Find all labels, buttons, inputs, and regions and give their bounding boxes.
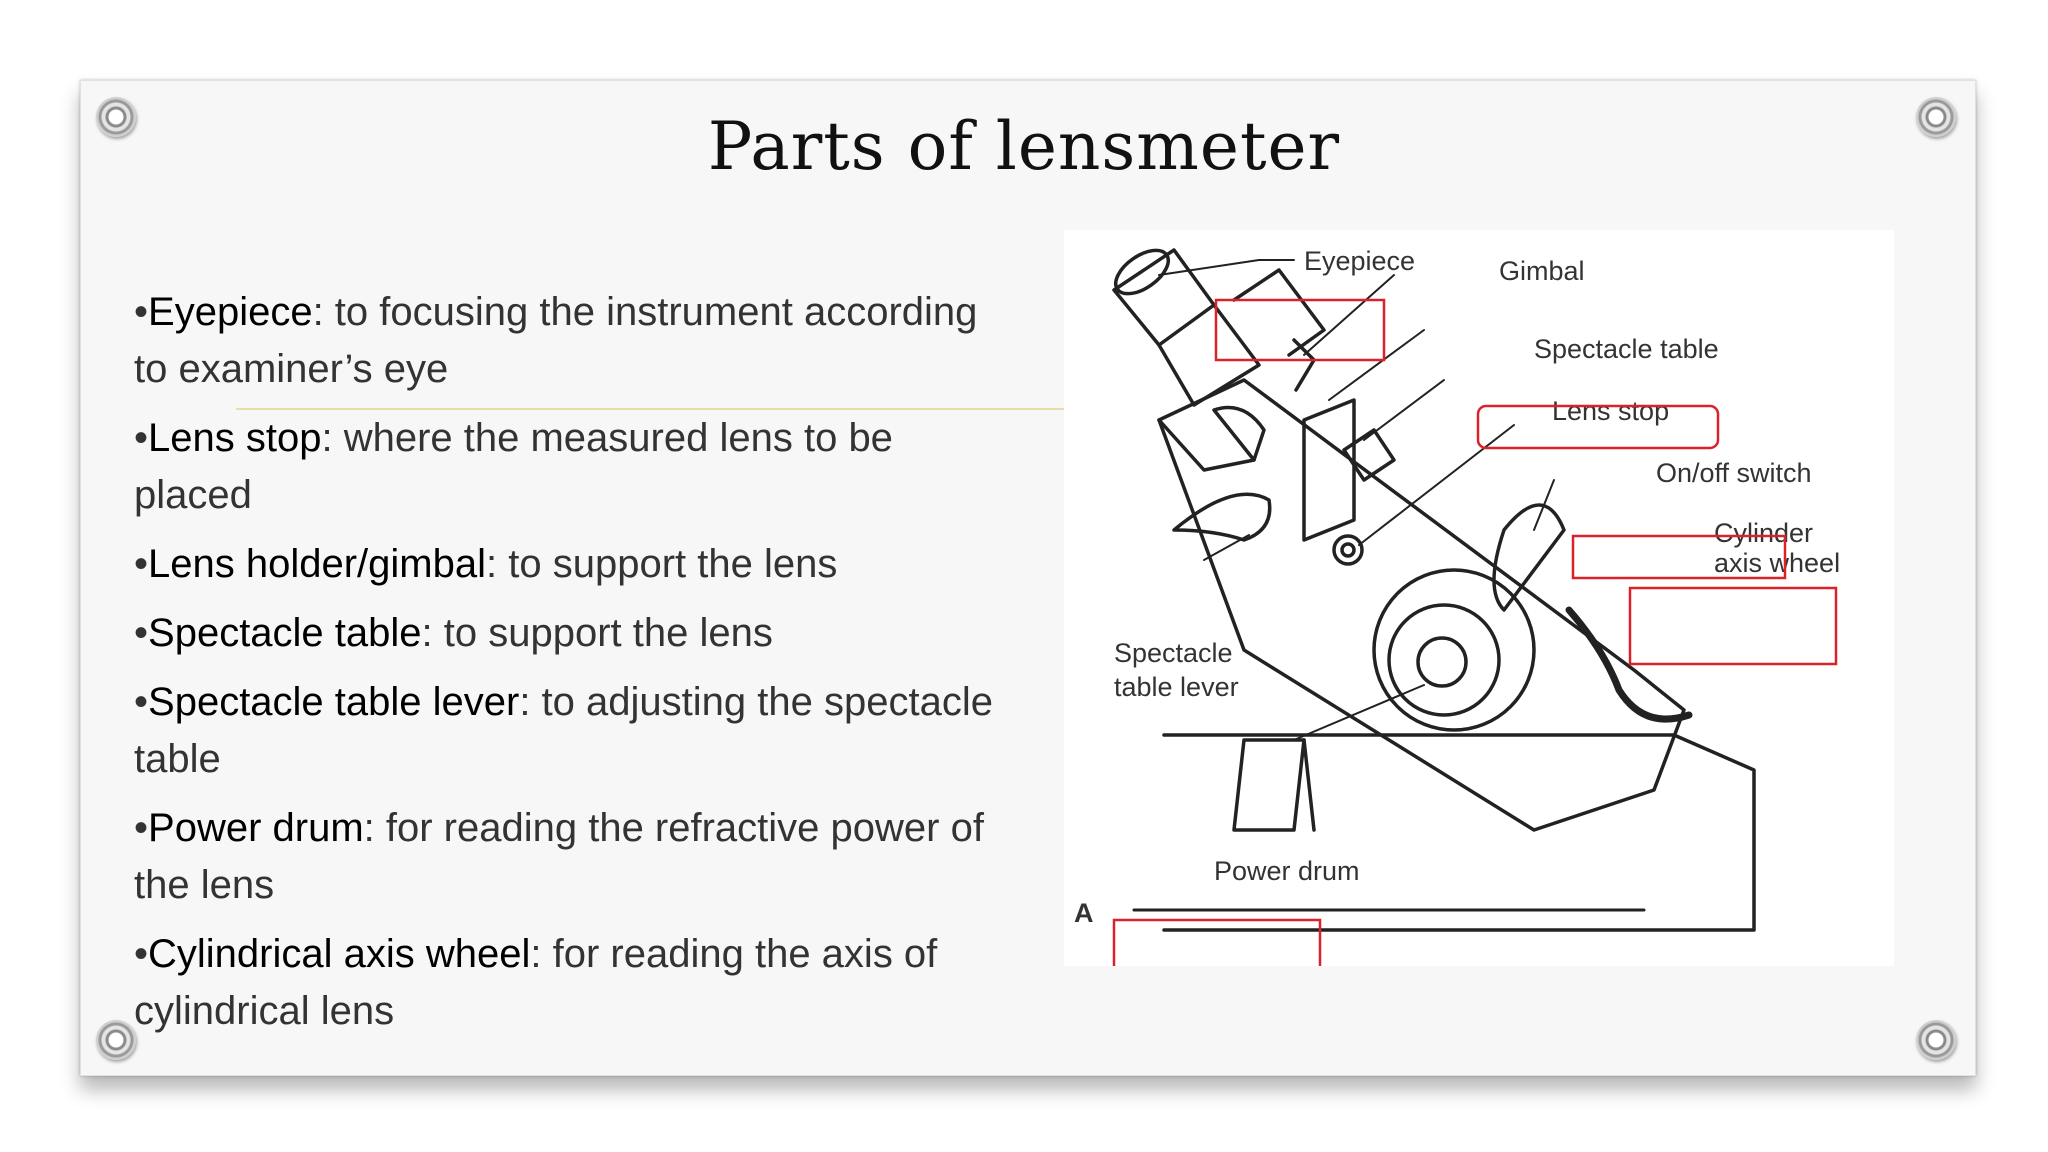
bullet-desc: : where the measured lens to be placed	[134, 416, 893, 517]
leader-lens-stop	[1363, 379, 1445, 441]
label-axis-wheel: axis wheel	[1714, 548, 1840, 578]
rivet-top-right-icon	[1916, 97, 1956, 137]
spectacle-table-lever	[1172, 492, 1272, 542]
rivet-bottom-right-icon	[1916, 1020, 1956, 1060]
label-panel-a: A	[1074, 898, 1094, 928]
spectacle-table-plate	[1302, 398, 1356, 542]
label-onoff-switch: On/off switch	[1656, 458, 1812, 488]
bullet-lens-holder: •Lens holder/gimbal: to support the lens	[134, 542, 838, 586]
leader-onoff-switch	[1358, 424, 1515, 546]
highlight-box-base	[1112, 918, 1322, 966]
instrument-body	[1157, 378, 1686, 832]
label-table-lever: table lever	[1114, 672, 1239, 702]
bullet-desc: : for reading the axis of cylindrical le…	[134, 932, 938, 1033]
onoff-switch-center	[1340, 542, 1356, 558]
bullet-desc: : for reading the refractive power of th…	[134, 806, 984, 907]
rivet-top-left-icon	[96, 97, 136, 137]
label-lens-stop: Lens stop	[1552, 396, 1669, 426]
power-drum-middle	[1387, 603, 1501, 717]
label-spectacle-table: Spectacle table	[1534, 334, 1719, 364]
highlight-box-cylinder	[1571, 534, 1787, 580]
base-foot	[1232, 738, 1306, 832]
bullet-desc: : to support the lens	[486, 542, 838, 586]
rivet-bottom-left-icon	[96, 1020, 136, 1060]
bullet-spectacle-table: •Spectacle table: to support the lens	[134, 611, 773, 655]
power-drum-outer	[1372, 568, 1536, 732]
bullet-cylindrical-axis-wheel: •Cylindrical axis wheel: for reading the…	[134, 932, 938, 1033]
cylinder-axis-wheel	[1492, 503, 1566, 612]
instrument-base	[1162, 733, 1756, 932]
bullet-list: •Eyepiece: to focusing the instrument ac…	[134, 284, 1014, 1052]
bullet-term: Spectacle table lever	[148, 680, 520, 724]
highlight-box-eyepiece	[1214, 298, 1386, 362]
highlight-box-lens-stop	[1476, 404, 1720, 450]
bullet-eyepiece: •Eyepiece: to focusing the instrument ac…	[134, 290, 978, 391]
lens-stop-block	[1342, 428, 1396, 482]
eyepiece-lens	[1114, 248, 1170, 296]
bullet-term: Lens holder/gimbal	[148, 542, 487, 586]
bullet-term: Spectacle table	[148, 611, 422, 655]
leader-spectacle-table	[1328, 329, 1425, 401]
bullet-desc: : to adjusting the spectacle table	[134, 680, 993, 781]
bullet-term: Cylindrical axis wheel	[148, 932, 531, 976]
body-tab	[1212, 405, 1266, 462]
leader-axis-wheel	[1533, 479, 1555, 531]
bullet-power-drum: •Power drum: for reading the refractive …	[134, 806, 984, 907]
gimbal	[1232, 268, 1326, 357]
bullet-spectacle-table-lever: •Spectacle table lever: to adjusting the…	[134, 680, 993, 781]
label-cylinder: Cylinder	[1714, 518, 1813, 548]
bullet-term: Eyepiece	[148, 290, 313, 334]
power-cord	[1565, 606, 1693, 723]
leader-gimbal	[1303, 274, 1395, 356]
bullet-term: Power drum	[148, 806, 364, 850]
bullet-term: Lens stop	[148, 416, 322, 460]
leader-power-drum	[1293, 684, 1425, 741]
bullet-lens-stop: •Lens stop: where the measured lens to b…	[134, 416, 893, 517]
base-foot-edge	[1302, 738, 1316, 832]
eyepiece-barrel	[1112, 248, 1216, 347]
body-edge	[1157, 418, 1256, 472]
page-title: Parts of lensmeter	[707, 108, 1341, 185]
lensmeter-drawing: Eyepiece Gimbal Spectacle table Lens sto…	[1074, 246, 1840, 966]
label-power-drum: Power drum	[1214, 856, 1360, 886]
label-eyepiece: Eyepiece	[1304, 246, 1415, 276]
eyepiece-tube	[1157, 303, 1261, 407]
divider	[236, 408, 1064, 410]
leader-eyepiece	[1158, 259, 1295, 276]
onoff-switch-knob	[1332, 534, 1364, 566]
label-spectacle: Spectacle	[1114, 638, 1233, 668]
bullet-desc: : to focusing the instrument according t…	[134, 290, 978, 391]
lensmeter-diagram: Eyepiece Gimbal Spectacle table Lens sto…	[1064, 230, 1894, 966]
leader-lever	[1203, 534, 1250, 561]
label-gimbal: Gimbal	[1499, 256, 1585, 286]
highlight-box-axis-wheel	[1628, 586, 1838, 666]
bullet-desc: : to support the lens	[421, 611, 773, 655]
power-drum-inner	[1416, 636, 1468, 688]
